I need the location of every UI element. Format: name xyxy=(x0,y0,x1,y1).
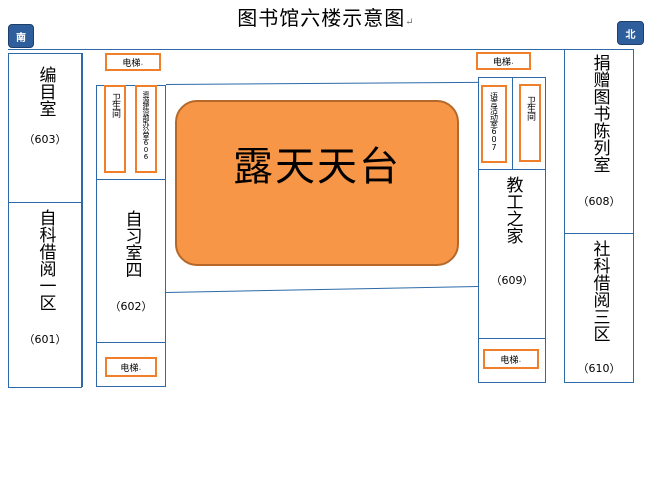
room-602-number: （602） xyxy=(109,300,153,313)
room-606: 资源建设部办公室606 xyxy=(135,85,157,173)
map-title: 图书馆六楼示意图↵ xyxy=(237,6,415,30)
room-603-name: 编目室 xyxy=(35,66,56,117)
room-601: 自科借阅一区 （601） xyxy=(8,202,82,388)
room-609-divider-a xyxy=(512,77,513,169)
room-603: 编目室 （603） xyxy=(8,53,82,203)
room-610-name: 社科借阅三区 xyxy=(589,240,610,342)
terrace-label: 露天天台 xyxy=(233,144,401,190)
elevator-bottom-right: 电梯. xyxy=(483,349,539,369)
restroom-left: 卫生间 xyxy=(104,85,126,173)
open-air-terrace: 露天天台 xyxy=(175,100,459,266)
south-direction-badge: 南 xyxy=(8,24,34,48)
room-609-name: 教工之家 xyxy=(502,176,523,244)
elevator-bottom-left: 电梯. xyxy=(105,357,157,377)
room-609-number: （609） xyxy=(490,274,534,287)
room-602-name: 自习室四 xyxy=(121,210,142,278)
room-601-number: （601） xyxy=(23,333,67,346)
corridor-line-left xyxy=(82,53,83,387)
room-603-number: （603） xyxy=(23,133,67,146)
restroom-right: 卫生间 xyxy=(519,84,541,162)
room-608: 捐赠图书陈列室 （608） xyxy=(564,49,634,234)
room-610-number: （610） xyxy=(577,362,621,375)
top-wall-line xyxy=(8,49,634,50)
room-609-divider-c xyxy=(478,338,546,339)
room-602: 自习室四 （602） xyxy=(96,180,166,342)
room-610: 社科借阅三区 （610） xyxy=(564,233,634,383)
elevator-top-left: 电梯. xyxy=(105,53,161,71)
elevator-top-right: 电梯. xyxy=(476,52,531,70)
courtyard-top-line xyxy=(166,81,478,85)
courtyard-bottom-line xyxy=(166,286,478,293)
room-602-divider xyxy=(96,179,166,180)
room-607: 语言活动室607 xyxy=(481,85,507,163)
north-direction-badge: 北 xyxy=(617,21,644,45)
room-609: 教工之家 （609） xyxy=(478,170,546,338)
room-608-name: 捐赠图书陈列室 xyxy=(589,54,610,173)
room-608-number: （608） xyxy=(577,195,621,208)
room-601-name: 自科借阅一区 xyxy=(35,209,56,311)
room-609-divider-b xyxy=(478,169,546,170)
